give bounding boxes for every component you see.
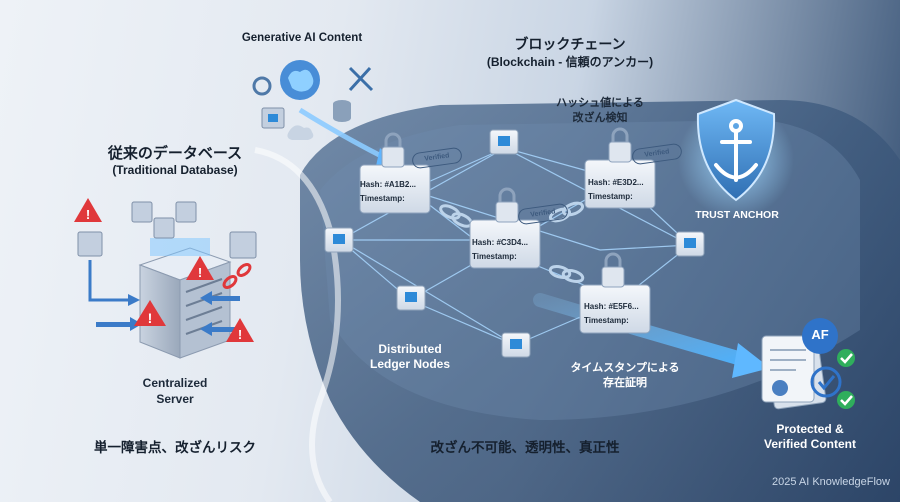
server-label-2: Server — [156, 392, 194, 406]
protected-label-2: Verified Content — [763, 437, 856, 451]
block-1-timestamp: Timestamp: — [360, 194, 405, 203]
server-label-1: Centralized — [142, 376, 208, 390]
ledger-label-1: Distributed — [378, 342, 442, 356]
generative-ai-icons — [252, 60, 374, 140]
block-2 — [469, 187, 541, 269]
traditional-caption: 単一障害点、改ざんリスク — [94, 440, 256, 455]
traditional-title-jp: 従来のデータベース — [107, 145, 243, 162]
af-badge — [802, 318, 838, 354]
trust-anchor-label: TRUST ANCHOR — [695, 209, 779, 221]
protected-label-1: Protected & — [776, 422, 844, 436]
ledger-node — [324, 227, 354, 253]
content-flow-arrow — [298, 107, 387, 161]
block-3-timestamp: Timestamp: — [588, 192, 633, 201]
pencil-icon — [348, 66, 374, 92]
svg-text:!: ! — [198, 265, 202, 280]
document-icon — [761, 335, 827, 410]
blockchain-title-en: (Blockchain - 信頼のアンカー) — [486, 55, 654, 69]
blockchain-caption: 改ざん不可能、透明性、真正性 — [430, 440, 620, 455]
ledger-node — [489, 129, 519, 155]
server-icon — [138, 238, 232, 359]
generative-label: Generative AI Content — [241, 32, 363, 44]
traditional-title-en: (Traditional Database) — [112, 163, 238, 177]
ledger-node — [501, 332, 531, 358]
timestamp-note-2: 存在証明 — [603, 377, 647, 389]
verified-ring-icon — [810, 366, 842, 398]
block-4 — [579, 252, 651, 334]
svg-text:!: ! — [148, 310, 153, 326]
block-2-hash: Hash: #C3D4... — [472, 238, 529, 247]
block-4-timestamp: Timestamp: — [584, 316, 629, 325]
block-3 — [584, 127, 656, 209]
block-2-timestamp: Timestamp: — [472, 252, 517, 261]
warning-icon: ! — [134, 300, 166, 326]
hash-note-1: ハッシュ値による — [556, 97, 644, 109]
ledger-nodes — [324, 129, 705, 358]
cloud-icon — [287, 125, 314, 140]
warning-icon: ! — [226, 318, 254, 342]
blockchain-title-jp: ブロックチェーン — [514, 36, 626, 52]
server-input-arrows — [88, 260, 240, 336]
ledger-node — [675, 231, 705, 257]
check-icon-2 — [837, 391, 855, 409]
data-cubes — [77, 201, 257, 259]
watermark: 2025 AI KnowledgeFlow — [771, 476, 890, 488]
hash-note-2: 改ざん検知 — [572, 112, 628, 124]
af-badge-label: AF — [811, 327, 829, 342]
ledger-node — [396, 285, 426, 311]
ledger-label-2: Ledger Nodes — [369, 357, 450, 371]
separator-curve — [254, 147, 341, 502]
protected-flow-arrowhead — [732, 343, 770, 378]
anchor-icon — [714, 119, 758, 182]
block-4-hash: Hash: #E5F6... — [584, 302, 639, 311]
broken-link-icon — [222, 263, 252, 289]
block-1-hash: Hash: #A1B2... — [360, 180, 417, 189]
svg-text:!: ! — [86, 207, 90, 222]
timestamp-note-1: タイムスタンプによる — [570, 362, 680, 374]
warning-icon: ! — [186, 256, 214, 280]
database-icon — [333, 100, 351, 122]
warning-icons: ! ! ! ! — [74, 198, 254, 342]
check-icon — [837, 349, 855, 367]
warning-icon: ! — [74, 198, 102, 222]
svg-text:!: ! — [238, 327, 242, 342]
block-1 — [359, 132, 431, 214]
gear-icon — [252, 76, 272, 96]
block-3-hash: Hash: #E3D2... — [588, 178, 644, 187]
